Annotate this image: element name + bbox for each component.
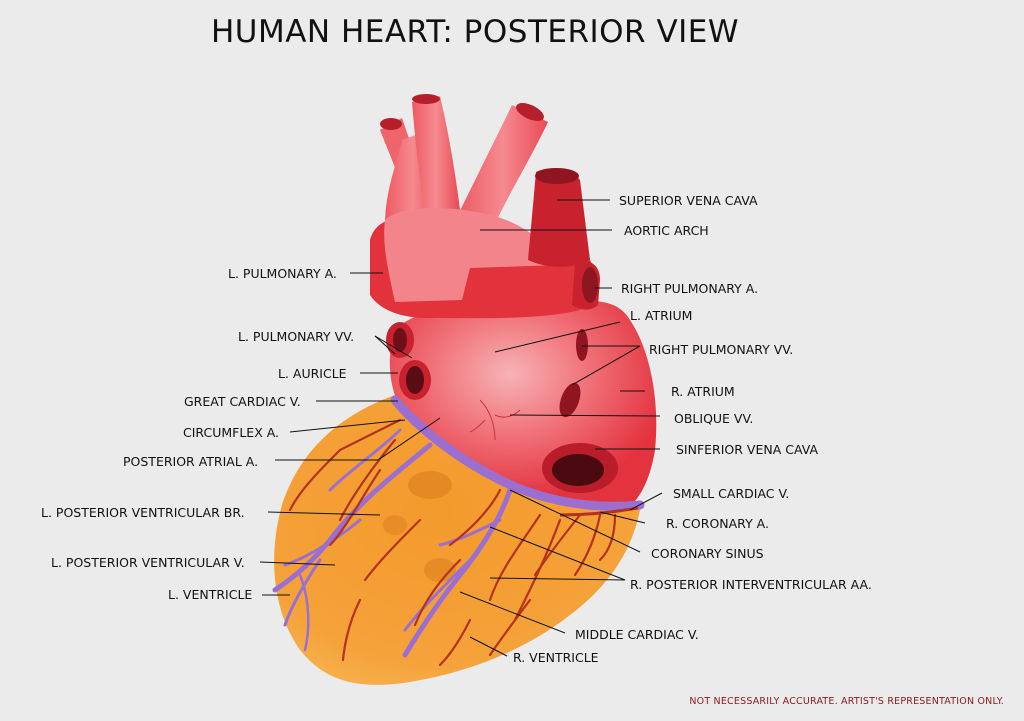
diagram-title: HUMAN HEART: POSTERIOR VIEW: [210, 14, 740, 50]
label-circumflex-a: CIRCUMFLEX A.: [183, 425, 279, 440]
label-l-pulmonary-a: L. PULMONARY A.: [228, 266, 337, 281]
label-small-cardiac-v: SMALL CARDIAC V.: [673, 486, 789, 501]
label-r-posterior-interventricular-aa: R. POSTERIOR INTERVENTRICULAR AA.: [630, 577, 872, 592]
l-auricle-opening: [406, 366, 424, 394]
label-right-pulmonary-vv: RIGHT PULMONARY VV.: [649, 342, 793, 357]
label-r-ventricle: R. VENTRICLE: [513, 650, 599, 665]
label-r-coronary-a: R. CORONARY A.: [666, 516, 769, 531]
label-right-pulmonary-a: RIGHT PULMONARY A.: [621, 281, 758, 296]
vessel-opening: [412, 94, 440, 104]
oblique-veins: [469, 399, 521, 441]
label-superior-vena-cava: SUPERIOR VENA CAVA: [619, 193, 758, 208]
label-l-posterior-ventricular-br: L. POSTERIOR VENTRICULAR BR.: [41, 505, 245, 520]
vessel-opening: [380, 118, 402, 130]
label-l-pulmonary-vv: L. PULMONARY VV.: [238, 329, 354, 344]
middle-vessel: [412, 96, 460, 220]
label-posterior-atrial-a: POSTERIOR ATRIAL A.: [123, 454, 258, 469]
rpa-opening: [582, 267, 598, 303]
aortic-body: [384, 208, 560, 302]
label-oblique-vv: OBLIQUE VV.: [674, 411, 753, 426]
svc-opening: [535, 168, 579, 184]
label-l-auricle: L. AURICLE: [278, 366, 347, 381]
label-l-atrium: L. ATRIUM: [630, 308, 692, 323]
ventricle-shade: [424, 558, 456, 582]
label-coronary-sinus: CORONARY SINUS: [651, 546, 764, 561]
right-vessel: [458, 105, 548, 235]
label-great-cardiac-v: GREAT CARDIAC V.: [184, 394, 301, 409]
label-l-posterior-ventricular-v: L. POSTERIOR VENTRICULAR V.: [51, 555, 245, 570]
label-r-atrium: R. ATRIUM: [671, 384, 735, 399]
superior-vena-cava: [528, 168, 590, 267]
coronary-sinus: [390, 395, 645, 511]
leader-lines: [259, 199, 663, 657]
vessel-opening: [516, 103, 544, 121]
disclaimer-text: NOT NECESSARILY ACCURATE. ARTIST'S REPRE…: [689, 696, 1004, 707]
labels: SUPERIOR VENA CAVA AORTIC ARCH L. PULMON…: [41, 193, 872, 665]
coronary-arteries: [288, 418, 617, 667]
label-middle-cardiac-v: MIDDLE CARDIAC V.: [575, 627, 699, 642]
ventricle-shade: [383, 515, 407, 535]
right-pulmonary-vein: [559, 382, 581, 418]
right-pulmonary-vein: [576, 329, 588, 361]
label-aortic-arch: AORTIC ARCH: [624, 223, 709, 238]
ventricle-shade: [408, 471, 452, 499]
label-l-ventricle: L. VENTRICLE: [168, 587, 252, 602]
l-pulmonary-vein-opening: [393, 328, 407, 352]
cardiac-veins: [272, 428, 513, 658]
inferior-vena-cava-opening: [552, 454, 604, 486]
label-sinferior-vena-cava: SINFERIOR VENA CAVA: [676, 442, 818, 457]
